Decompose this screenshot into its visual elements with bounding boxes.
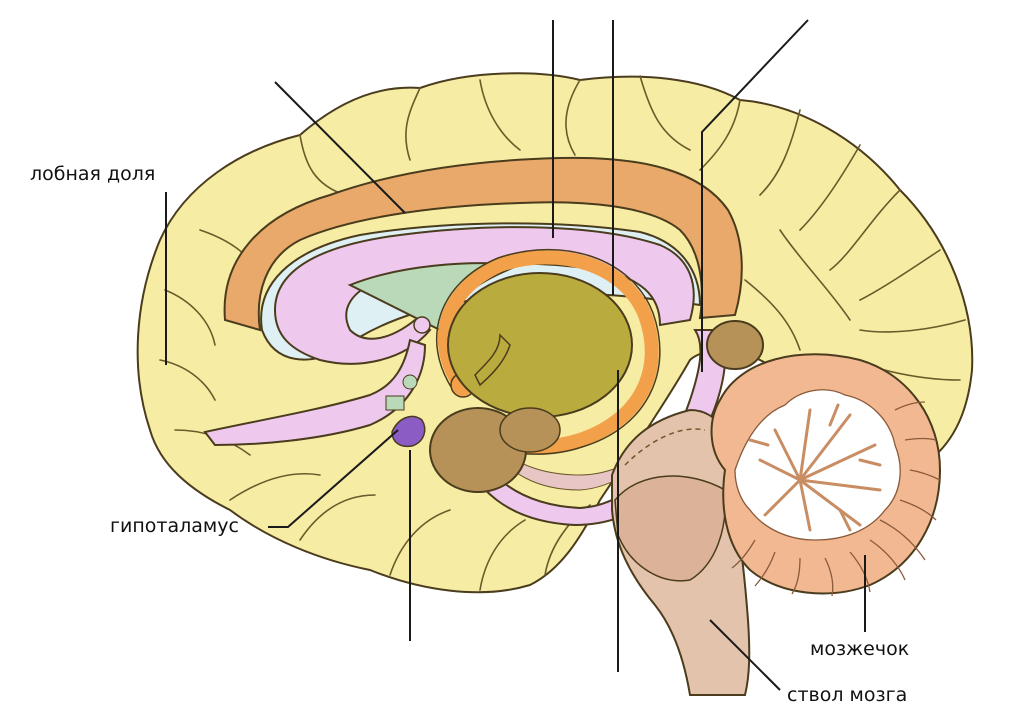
pineal-body	[706, 320, 764, 370]
gyri	[159, 75, 966, 591]
leader-brainstem	[709, 619, 781, 691]
optic-chiasm	[385, 395, 405, 411]
label-frontal-lobe: лобная доля	[30, 163, 156, 185]
fornix-lower	[203, 338, 427, 447]
arbor-vitae-branches	[748, 403, 882, 532]
label-brainstem: ствол мозга	[787, 684, 908, 706]
label-hypothalamus: гипоталамус	[110, 515, 239, 537]
cerebellar-folia	[731, 401, 941, 597]
leader-pineal	[701, 19, 809, 372]
fornix-outline	[435, 248, 661, 455]
thalamus	[447, 272, 633, 418]
thalamus-stalk	[474, 333, 511, 387]
interventricular-node	[413, 316, 431, 334]
hypothalamus	[391, 415, 426, 448]
leader-lines	[165, 19, 866, 691]
label-cerebellum: мозжечок	[810, 638, 910, 660]
fornix	[437, 250, 659, 454]
leader-cingulate	[274, 81, 406, 214]
anterior-commissure	[402, 374, 418, 390]
pons	[614, 475, 727, 582]
aqueduct-dashes	[624, 428, 706, 466]
amygdala-top	[499, 407, 561, 453]
leader-hypothalamus	[268, 429, 399, 528]
